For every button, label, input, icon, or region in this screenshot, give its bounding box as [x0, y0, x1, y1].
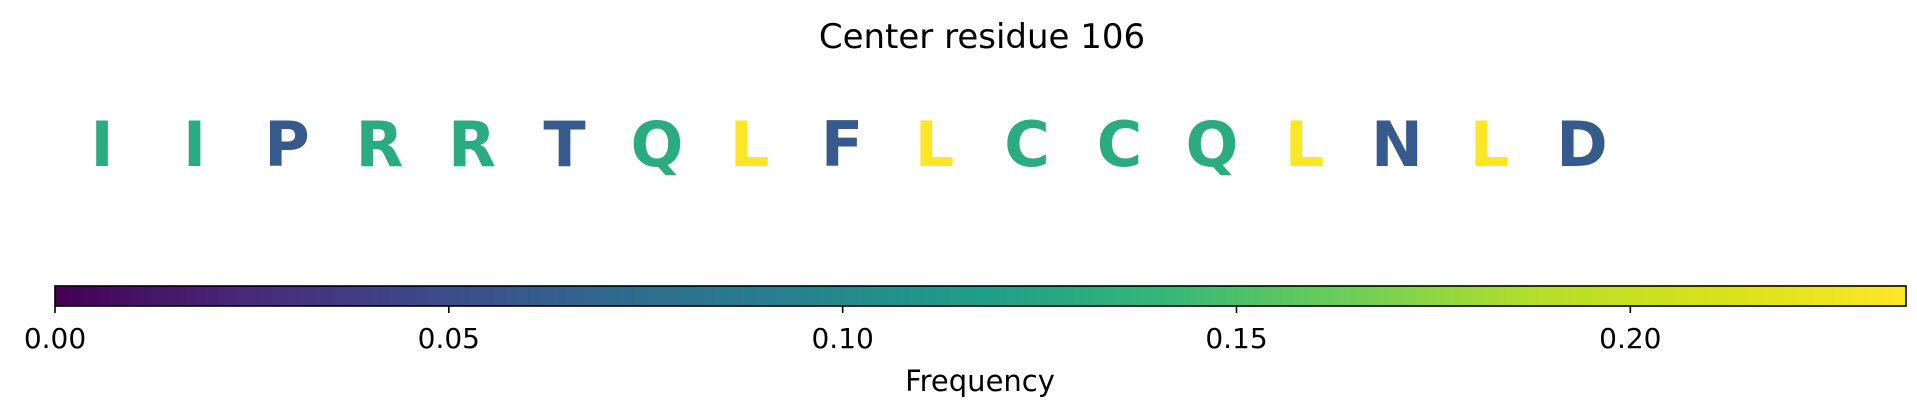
colorbar: 0.00 0.05 0.10 0.15 0.20 — [24, 285, 1907, 355]
residue-letter: N — [1371, 108, 1423, 181]
colorbar-tick-label: 0.15 — [1205, 322, 1267, 355]
residue-letter: I — [183, 108, 206, 181]
residue-letter: F — [821, 108, 863, 181]
residue-letter: P — [264, 108, 309, 181]
residue-letter: L — [915, 108, 955, 181]
colorbar-label: Frequency — [905, 364, 1055, 398]
residue-letter: I — [90, 108, 113, 181]
colorbar-gradient — [55, 286, 1906, 306]
residue-letter: T — [543, 108, 585, 181]
colorbar-tick-label: 0.00 — [24, 322, 86, 355]
residue-letter: Q — [1186, 108, 1239, 181]
residue-letter: C — [1004, 108, 1050, 181]
colorbar-frame — [54, 285, 1907, 307]
residue-letter: Q — [631, 108, 684, 181]
residue-letter: L — [730, 108, 770, 181]
residue-letter: R — [356, 108, 404, 181]
residue-letter: D — [1556, 108, 1607, 181]
colorbar-tick-label: 0.20 — [1599, 322, 1661, 355]
colorbar-ticks: 0.00 0.05 0.10 0.15 0.20 — [24, 306, 1661, 355]
residue-letter: C — [1097, 108, 1143, 181]
chart-title: Center residue 106 — [819, 17, 1145, 57]
colorbar-tick-label: 0.10 — [811, 322, 873, 355]
residue-letter: L — [1470, 108, 1510, 181]
residue-letter: R — [448, 108, 496, 181]
residue-letter: L — [1285, 108, 1325, 181]
colorbar-tick-label: 0.05 — [418, 322, 480, 355]
